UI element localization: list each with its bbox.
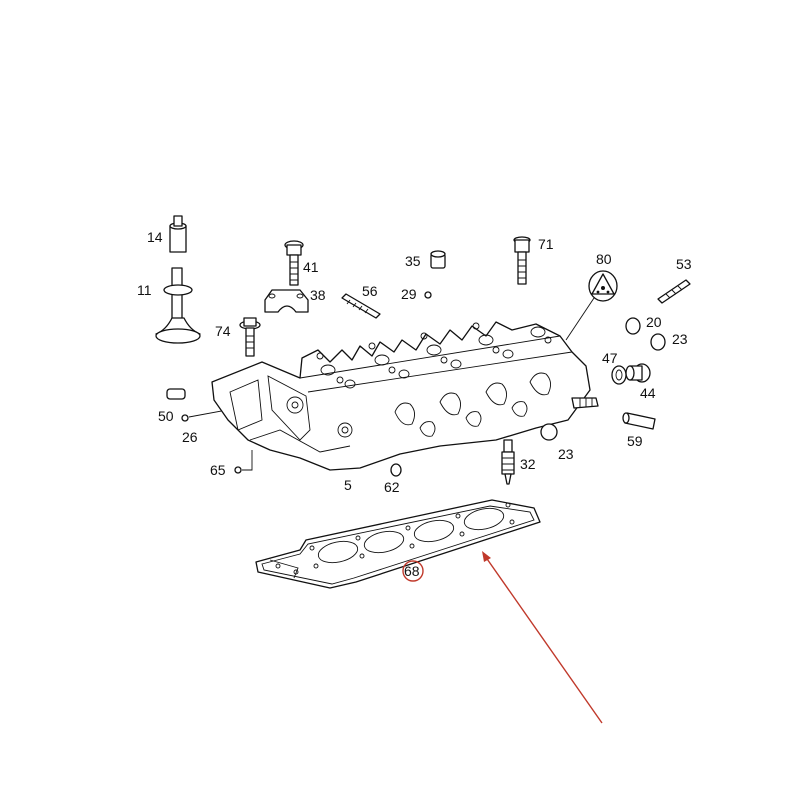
part-56-stud bbox=[341, 293, 381, 319]
label-23-lower: 23 bbox=[558, 446, 574, 462]
highlight-ring-68 bbox=[402, 560, 424, 582]
label-32: 32 bbox=[520, 456, 536, 472]
leader-65 bbox=[242, 450, 253, 471]
label-20: 20 bbox=[646, 314, 662, 330]
part-11-valve bbox=[155, 267, 201, 344]
part-74-bolt bbox=[239, 317, 261, 357]
label-29: 29 bbox=[401, 286, 417, 302]
part-65-plug bbox=[234, 466, 242, 474]
pointer-arrow bbox=[482, 551, 603, 724]
label-23-upper: 23 bbox=[672, 331, 688, 347]
part-32-plug bbox=[501, 439, 515, 485]
label-68: 68 bbox=[404, 563, 420, 579]
label-5: 5 bbox=[344, 477, 352, 493]
label-50: 50 bbox=[158, 408, 174, 424]
label-38: 38 bbox=[310, 287, 326, 303]
part-53-stud bbox=[657, 279, 691, 304]
part-44-screw-plug bbox=[625, 363, 651, 383]
part-5-cylinder-head bbox=[211, 321, 599, 471]
part-41-bolt bbox=[284, 240, 304, 286]
part-59-dowel bbox=[622, 412, 656, 430]
label-35: 35 bbox=[405, 253, 421, 269]
part-38-bearing-cap bbox=[264, 289, 309, 313]
label-62: 62 bbox=[384, 479, 400, 495]
label-44: 44 bbox=[640, 385, 656, 401]
label-71: 71 bbox=[538, 236, 554, 252]
part-14-tappet bbox=[169, 215, 187, 253]
part-23-plug-lower bbox=[540, 423, 558, 441]
leader-80 bbox=[565, 297, 595, 341]
label-14: 14 bbox=[147, 229, 163, 245]
part-29-plug bbox=[424, 291, 432, 299]
part-80-flange bbox=[588, 270, 618, 302]
label-56: 56 bbox=[362, 283, 378, 299]
label-53: 53 bbox=[676, 256, 692, 272]
label-59: 59 bbox=[627, 433, 643, 449]
part-50-dowel-pin bbox=[166, 388, 186, 400]
part-26-plug bbox=[181, 414, 189, 422]
label-41: 41 bbox=[303, 259, 319, 275]
label-74: 74 bbox=[215, 323, 231, 339]
label-26: 26 bbox=[182, 429, 198, 445]
label-47: 47 bbox=[602, 350, 618, 366]
part-62-plug bbox=[390, 463, 402, 477]
part-20-plug bbox=[625, 317, 641, 335]
label-11: 11 bbox=[137, 282, 152, 298]
part-35-sleeve bbox=[430, 250, 446, 269]
part-68-head-gasket bbox=[255, 499, 541, 589]
label-65: 65 bbox=[210, 462, 226, 478]
part-23-plug-upper bbox=[650, 333, 666, 351]
part-47-seal-ring bbox=[611, 365, 627, 385]
part-71-bolt bbox=[513, 236, 531, 285]
label-80: 80 bbox=[596, 251, 612, 267]
